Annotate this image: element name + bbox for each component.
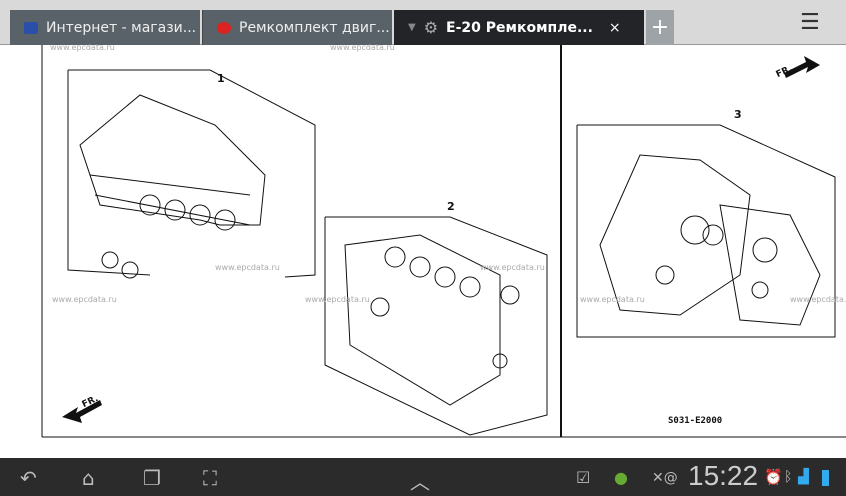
- close-tab-icon[interactable]: ×: [608, 19, 621, 36]
- recent-apps-icon[interactable]: ❐: [143, 466, 161, 490]
- tab-internet-store[interactable]: Интернет - магази...: [10, 10, 200, 45]
- part-label: 2: [447, 200, 455, 213]
- antivirus-icon[interactable]: ●: [614, 468, 628, 487]
- tab-e20-remkomplekt[interactable]: ▼ ⚙ E-20 Ремкомпле... ×: [394, 10, 644, 45]
- new-tab-button[interactable]: +: [646, 10, 674, 45]
- front-arrow-icon: [62, 400, 102, 423]
- watermark: www.epcdata.ru: [480, 263, 545, 272]
- signal-icon: ▟: [798, 469, 809, 485]
- dropdown-icon[interactable]: ▼: [408, 22, 416, 33]
- gear-favicon-icon: ⚙: [423, 18, 439, 37]
- sync-icon[interactable]: ✕@: [652, 470, 678, 486]
- parts-diagram: www.epcdata.ru www.epcdata.ru www.epcdat…: [0, 43, 846, 458]
- browser-tab-bar: Интернет - магази... Ремкомплект двиг...…: [0, 0, 846, 45]
- screenshot-icon[interactable]: ⛶: [203, 466, 217, 490]
- part-label: 1: [217, 72, 225, 85]
- front-arrow-icon: [784, 56, 820, 78]
- watermark: www.epcdata.ru: [52, 295, 117, 304]
- diagram-code: S031-E2000: [668, 416, 723, 426]
- home-icon[interactable]: ⌂: [82, 466, 95, 490]
- alarm-icon: ⏰: [764, 468, 783, 486]
- tab-title: Ремкомплект двиг...: [239, 19, 390, 36]
- store-favicon-icon: [24, 21, 38, 34]
- watermark: www.epcdata.ru: [330, 43, 395, 52]
- site-favicon-icon: [217, 21, 231, 34]
- part-label: 3: [734, 108, 742, 121]
- watermark: www.epcdata.ru: [50, 43, 115, 52]
- up-arrow-icon[interactable]: ︿: [410, 470, 430, 494]
- bluetooth-icon: ᛒ: [784, 469, 793, 485]
- watermark: www.epcdata.ru: [215, 263, 280, 272]
- clock[interactable]: 15:22: [688, 460, 759, 491]
- watermark: www.epcdata.ru: [305, 295, 370, 304]
- watermark: www.epcdata.ru: [580, 295, 645, 304]
- diagram-drawing: [41, 45, 846, 438]
- tab-title: Интернет - магази...: [46, 19, 197, 36]
- battery-icon: [822, 470, 829, 486]
- tab-title: E-20 Ремкомпле...: [446, 19, 593, 36]
- back-icon[interactable]: ↶: [20, 466, 37, 490]
- task-icon[interactable]: ☑: [576, 468, 591, 487]
- watermark: www.epcdata.ru: [790, 295, 846, 304]
- tab-remkomplekt[interactable]: Ремкомплект двиг...: [202, 10, 392, 45]
- system-bar: ↶ ⌂ ❐ ⛶ ︿ ☑ ● ✕@ 15:22 ⏰ ᛒ ▟: [0, 458, 846, 496]
- menu-icon[interactable]: ☰: [800, 10, 820, 35]
